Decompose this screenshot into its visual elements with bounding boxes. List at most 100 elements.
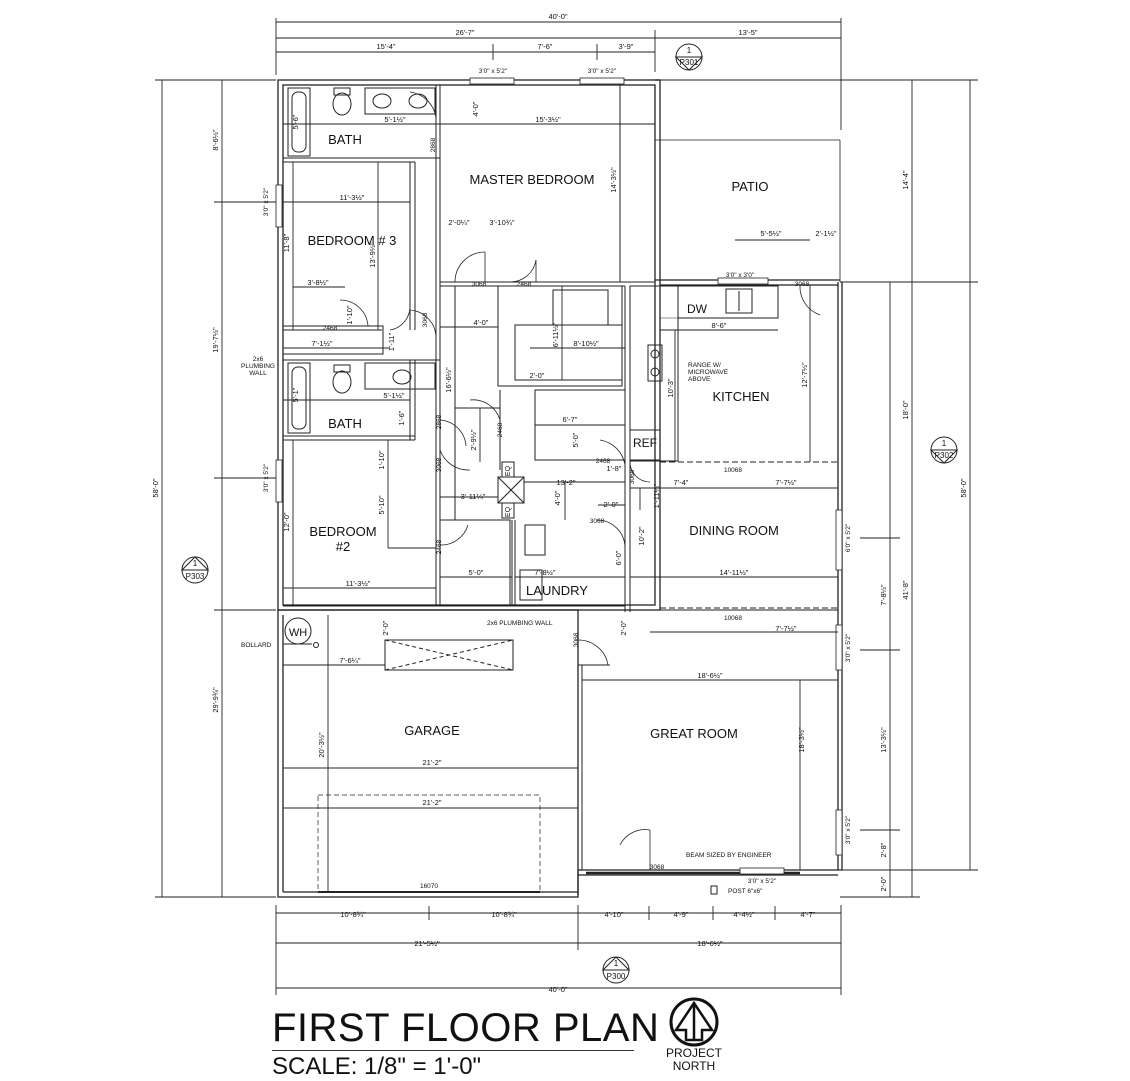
svg-text:14'-4": 14'-4" <box>901 170 910 189</box>
svg-text:1'-10": 1'-10" <box>377 450 386 469</box>
svg-text:16'-6½": 16'-6½" <box>444 367 453 393</box>
svg-text:5'-0": 5'-0" <box>571 432 580 447</box>
svg-text:P303: P303 <box>186 572 205 581</box>
svg-text:2'-0": 2'-0" <box>530 371 545 380</box>
room-label-master-bedroom: MASTER BEDROOM <box>470 172 595 187</box>
north-label: PROJECT NORTH <box>656 1047 732 1073</box>
svg-text:5'-6": 5'-6" <box>291 114 300 129</box>
svg-text:ABOVE: ABOVE <box>688 376 711 383</box>
interior-dimension-lines <box>283 85 838 892</box>
svg-text:2'-0¼": 2'-0¼" <box>448 218 470 227</box>
svg-text:11'-3½": 11'-3½" <box>340 193 365 202</box>
svg-text:POST 6"x6": POST 6"x6" <box>728 888 763 895</box>
svg-text:7'-1½": 7'-1½" <box>311 339 333 348</box>
section-marker-p303: 1 P303 <box>180 556 210 584</box>
interior-walls <box>282 85 838 895</box>
svg-text:3'-8½": 3'-8½" <box>307 278 329 287</box>
svg-text:2868: 2868 <box>430 137 437 152</box>
svg-text:11'-8": 11'-8" <box>282 233 291 252</box>
svg-text:21'-2": 21'-2" <box>422 758 441 767</box>
svg-text:10'-3": 10'-3" <box>666 378 675 397</box>
svg-text:3'0" x 5'2": 3'0" x 5'2" <box>748 878 777 885</box>
svg-text:14'-11½": 14'-11½" <box>720 568 749 577</box>
title-underline <box>272 1050 634 1051</box>
svg-text:3068: 3068 <box>795 281 810 288</box>
svg-text:P302: P302 <box>935 451 954 460</box>
svg-text:21'-2": 21'-2" <box>422 798 441 807</box>
svg-text:5'-10": 5'-10" <box>377 495 386 514</box>
svg-text:15'-4": 15'-4" <box>376 42 395 51</box>
svg-text:4'-0": 4'-0" <box>471 101 480 116</box>
svg-text:1: 1 <box>193 559 198 568</box>
svg-text:7'-7½": 7'-7½" <box>775 624 797 633</box>
svg-text:2'-0": 2'-0" <box>381 620 390 635</box>
svg-text:14'-3½": 14'-3½" <box>609 167 618 193</box>
svg-text:7'-7½": 7'-7½" <box>775 478 797 487</box>
svg-text:10068: 10068 <box>724 467 742 474</box>
svg-text:1'-10": 1'-10" <box>345 305 354 324</box>
svg-text:BOLLARD: BOLLARD <box>241 642 272 649</box>
svg-text:7'-6¼": 7'-6¼" <box>339 656 361 665</box>
svg-text:3068: 3068 <box>422 312 429 327</box>
svg-text:18'-3½": 18'-3½" <box>797 727 806 753</box>
dimension-labels: 40'-0" 26'-7" 13'-5" 15'-4" 7'-6" 3'-9" … <box>151 12 968 994</box>
opening-labels: 3'0" x 5'2" 3'0" x 5'2" 3'0" x 3'0" 3'0"… <box>263 68 852 890</box>
svg-text:6'-0": 6'-0" <box>614 550 623 565</box>
svg-text:12'-0": 12'-0" <box>282 512 291 531</box>
section-marker-p301: 1 P301 <box>674 43 704 71</box>
svg-text:4'-7": 4'-7" <box>801 910 816 919</box>
svg-text:EQ: EQ <box>505 506 512 517</box>
room-label-patio: PATIO <box>731 179 768 194</box>
svg-text:2468: 2468 <box>497 422 504 437</box>
svg-text:15'-3½": 15'-3½" <box>535 115 561 124</box>
svg-text:2468: 2468 <box>323 325 338 332</box>
svg-text:1'-11": 1'-11" <box>387 332 396 351</box>
svg-text:20'-3½": 20'-3½" <box>317 732 326 758</box>
svg-text:5'-1½": 5'-1½" <box>384 115 406 124</box>
svg-text:8'-6": 8'-6" <box>712 321 727 330</box>
svg-text:1: 1 <box>687 46 692 55</box>
svg-text:2468: 2468 <box>517 281 532 288</box>
svg-text:3'-9": 3'-9" <box>619 42 634 51</box>
svg-text:58'-0": 58'-0" <box>151 478 160 497</box>
svg-text:2868: 2868 <box>436 414 443 429</box>
room-labels: BATH MASTER BEDROOM PATIO BEDROOM # 3 BA… <box>308 132 779 741</box>
svg-text:13'-5": 13'-5" <box>738 28 757 37</box>
svg-text:1: 1 <box>942 439 947 448</box>
svg-text:2468: 2468 <box>596 458 611 465</box>
room-label-bedroom-2a: BEDROOM <box>309 524 376 539</box>
svg-text:7'-8½": 7'-8½" <box>879 584 888 606</box>
svg-text:6'-11½": 6'-11½" <box>551 322 560 347</box>
svg-text:DW: DW <box>687 302 708 316</box>
svg-text:3068: 3068 <box>629 469 636 484</box>
svg-text:REF: REF <box>633 436 657 450</box>
svg-text:2x6: 2x6 <box>253 356 264 363</box>
svg-text:3068: 3068 <box>573 632 580 647</box>
exterior-walls <box>277 79 843 898</box>
north-label-line1: PROJECT <box>665 1046 722 1060</box>
svg-text:3068: 3068 <box>590 518 605 525</box>
svg-text:4'-0": 4'-0" <box>474 318 489 327</box>
svg-text:3'-11¼": 3'-11¼" <box>461 492 486 501</box>
svg-text:2'-9½": 2'-9½" <box>469 429 478 451</box>
svg-text:5'-0": 5'-0" <box>469 568 484 577</box>
door-swings <box>339 91 821 870</box>
drawing-title: FIRST FLOOR PLAN <box>272 1006 660 1050</box>
room-label-garage: GARAGE <box>404 723 460 738</box>
svg-text:19'-7½": 19'-7½" <box>211 327 220 353</box>
svg-text:2'-0": 2'-0" <box>604 500 619 509</box>
svg-text:2468: 2468 <box>436 539 443 554</box>
dimension-lines <box>155 18 978 995</box>
svg-text:P301: P301 <box>680 58 699 67</box>
svg-text:7'-8½": 7'-8½" <box>534 568 556 577</box>
svg-text:29'-9¾": 29'-9¾" <box>211 687 220 713</box>
svg-text:7'-6": 7'-6" <box>538 42 553 51</box>
svg-text:18'-6½": 18'-6½" <box>697 671 723 680</box>
svg-text:4'-0": 4'-0" <box>553 490 562 505</box>
svg-text:8'-10½": 8'-10½" <box>573 339 599 348</box>
room-label-laundry: LAUNDRY <box>526 583 588 598</box>
svg-text:13'-2": 13'-2" <box>556 478 575 487</box>
svg-text:21'-5½": 21'-5½" <box>414 939 440 948</box>
drawing-scale: SCALE: 1/8" = 1'-0" <box>272 1053 482 1080</box>
